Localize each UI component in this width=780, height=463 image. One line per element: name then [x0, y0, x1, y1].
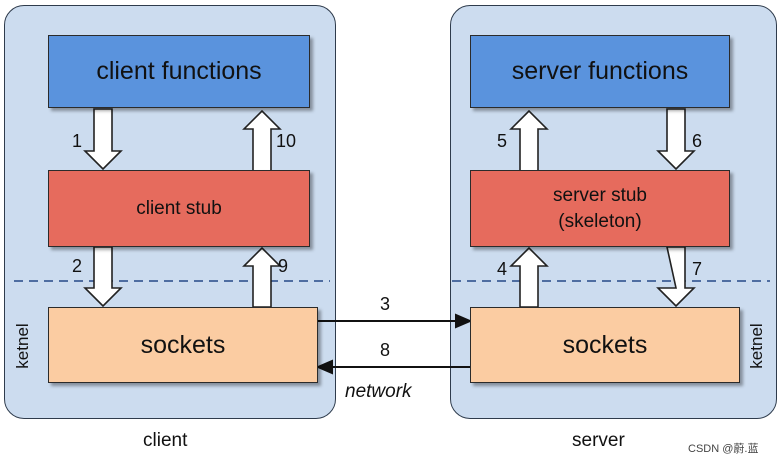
arrow-6 — [656, 108, 696, 171]
client-kernel-label: ketnel — [13, 323, 32, 369]
client-functions-box: client functions — [48, 35, 310, 108]
client-stub-box: client stub — [48, 170, 310, 247]
server-stub-box: server stub (skeleton) — [470, 170, 730, 247]
arrow-10 — [242, 109, 282, 172]
client-sockets-box: sockets — [48, 307, 318, 383]
step-4: 4 — [497, 259, 508, 279]
step-10: 10 — [276, 131, 297, 151]
arrow-8-head — [315, 359, 333, 375]
network-label: network — [345, 381, 412, 402]
step-6: 6 — [692, 131, 703, 151]
step-8: 8 — [380, 340, 391, 360]
client-functions-label: client functions — [96, 57, 262, 85]
arrow-2 — [83, 246, 123, 308]
arrow-5 — [509, 109, 549, 172]
watermark: CSDN @蔚.蓝 — [688, 443, 759, 455]
arrow-3-head — [455, 313, 473, 329]
step-9: 9 — [278, 256, 289, 276]
arrow-7 — [656, 246, 696, 308]
server-stub-label: server stub — [553, 184, 647, 206]
server-sockets-box: sockets — [470, 307, 740, 383]
step-7: 7 — [692, 259, 703, 279]
arrow-4 — [509, 246, 549, 308]
step-5: 5 — [497, 131, 508, 151]
server-sockets-label: sockets — [562, 330, 648, 359]
client-stub-label: client stub — [136, 197, 222, 219]
server-functions-label: server functions — [511, 57, 689, 85]
server-functions-box: server functions — [470, 35, 730, 108]
step-2: 2 — [72, 256, 83, 276]
step-1: 1 — [72, 131, 83, 151]
server-label: server — [572, 430, 625, 451]
arrow-1 — [83, 108, 123, 171]
step-3: 3 — [380, 294, 391, 314]
client-sockets-label: sockets — [140, 330, 226, 359]
server-kernel-label: ketnel — [747, 323, 766, 369]
client-label: client — [143, 430, 188, 451]
arrow-9 — [242, 246, 282, 308]
server-skeleton-label: (skeleton) — [558, 210, 642, 232]
